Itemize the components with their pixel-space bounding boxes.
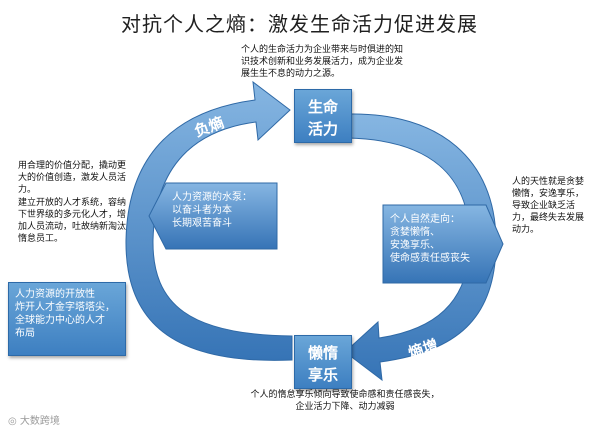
watermark: ◎ 大数跨境 bbox=[8, 412, 60, 427]
callout-hr-pump: 人力资源的水泵： 以奋斗者为本 长期艰苦奋斗 bbox=[166, 186, 276, 235]
arrow-left-arc bbox=[125, 80, 293, 361]
watermark-text: 大数跨境 bbox=[19, 416, 60, 427]
weibo-icon: ◎ bbox=[8, 416, 17, 427]
top-note: 个人的生命活力为企业带来与时俱进的知识技术创新和业务发展活力，成为企业发展生生不… bbox=[241, 45, 404, 79]
callout-natural-tendency: 个人自然走向： 贪婪懒惰、 安逸享乐、 使命感责任感丧失 bbox=[384, 208, 488, 270]
callout-hr-openness: 人力资源的开放性 炸开人才金字塔塔尖， 全球能力中心的人才 布局 bbox=[8, 282, 126, 356]
callout-openness-line-3: 全球能力中心的人才 bbox=[15, 315, 105, 326]
tile-vitality-line-1: 生命 bbox=[307, 98, 338, 116]
callout-natural-line-3: 安逸享乐、 bbox=[390, 240, 440, 251]
callout-hr-pump-line-2: 以奋斗者为本 bbox=[172, 205, 232, 216]
tile-laziness-line-1: 懒惰 bbox=[307, 344, 338, 362]
callout-openness-line-1: 人力资源的开放性 bbox=[15, 289, 95, 300]
callout-hr-pump-line-3: 长期艰苦奋斗 bbox=[172, 218, 232, 229]
callout-natural-tendency-shape bbox=[382, 204, 504, 284]
right-note-human-nature: 人的天性就是贪婪懒惰，安逸享乐，导致企业缺乏活力，最终失去发展动力。 bbox=[512, 177, 585, 235]
arrow-right-arc bbox=[344, 113, 497, 382]
callout-openness-line-4: 布局 bbox=[15, 328, 35, 339]
tile-vitality-line-2: 活力 bbox=[307, 120, 338, 138]
tile-laziness-pleasure: 懒惰 享乐 bbox=[294, 335, 352, 389]
callout-hr-pump-shape bbox=[148, 182, 278, 250]
diagram-title: 对抗个人之熵：激发生命活力促进发展 bbox=[121, 12, 478, 36]
callout-natural-line-2: 贪婪懒惰、 bbox=[390, 227, 440, 238]
tile-laziness-line-2: 享乐 bbox=[307, 366, 338, 384]
callout-hr-pump-line-1: 人力资源的水泵： bbox=[172, 192, 252, 203]
left-note-open-talent-system: 建立开放的人才系统，容纳下世界级的多元化人才，增加人员流动，吐故纳新淘汰惰怠员工… bbox=[18, 198, 127, 244]
callout-openness-line-2: 炸开人才金字塔塔尖， bbox=[15, 302, 115, 313]
callout-natural-line-1: 个人自然走向： bbox=[390, 214, 460, 225]
bottom-note: 个人的惰怠享乐倾向导致使命感和责任感丧失，企业活力下降、动力减弱 bbox=[250, 390, 440, 412]
tile-vitality: 生命 活力 bbox=[294, 89, 352, 143]
callout-natural-line-4: 使命感责任感丧失 bbox=[390, 253, 470, 264]
left-note-value-distribution: 用合理的价值分配，撬动更大的价值创造，激发人员活力。 bbox=[18, 161, 127, 195]
